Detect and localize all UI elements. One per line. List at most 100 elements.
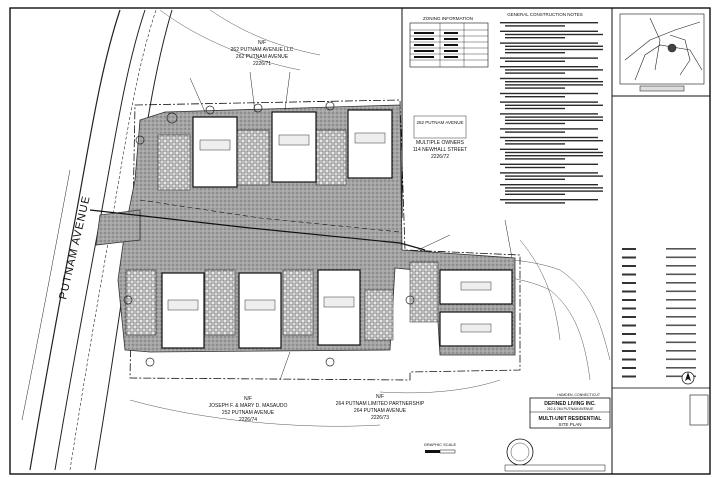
legend-text-line xyxy=(666,248,696,250)
svg-text:N/F: N/F xyxy=(376,394,384,400)
svg-text:2226/72: 2226/72 xyxy=(431,154,449,160)
svg-text:DEFINED LIVING INC.: DEFINED LIVING INC. xyxy=(544,401,596,407)
note-text-line xyxy=(505,60,565,62)
property-lines xyxy=(129,99,521,381)
neighbor-south-east: N/F 264 PUTNAM LIMITED PARTNERSHIP 264 P… xyxy=(336,394,425,421)
svg-text:264 PUTNAM AVENUE: 264 PUTNAM AVENUE xyxy=(354,408,407,414)
note-text-line xyxy=(500,22,598,24)
note-text-line xyxy=(500,199,598,201)
note-text-line xyxy=(505,178,565,180)
legend-symbol xyxy=(622,273,636,276)
svg-text:HAMDEN, CONNECTICUT: HAMDEN, CONNECTICUT xyxy=(557,393,600,397)
legend-symbol xyxy=(622,367,636,369)
svg-text:ZONING INFORMATION: ZONING INFORMATION xyxy=(423,16,473,21)
note-text-line xyxy=(505,96,565,98)
building-1 xyxy=(192,116,238,188)
note-text-line xyxy=(505,131,565,133)
legend xyxy=(622,248,696,378)
svg-text:114 NEWHALL STREET: 114 NEWHALL STREET xyxy=(413,147,467,153)
note-text-line xyxy=(505,104,603,106)
note-text-line xyxy=(505,69,603,71)
building-6 xyxy=(317,269,361,346)
trees xyxy=(123,101,415,367)
note-text-line xyxy=(500,92,598,95)
svg-text:N/F: N/F xyxy=(244,396,252,402)
legend-symbol xyxy=(622,265,636,267)
legend-text-line xyxy=(666,316,696,318)
driveway xyxy=(95,209,141,246)
legend-text-line xyxy=(666,367,696,369)
construction-notes: GENERAL CONSTRUCTION NOTES xyxy=(500,12,603,204)
legend-symbol xyxy=(622,324,636,327)
note-text-line xyxy=(500,136,598,139)
legend-text-line xyxy=(666,324,696,327)
note-text-line xyxy=(505,175,603,177)
svg-text:2226/71: 2226/71 xyxy=(253,61,271,67)
svg-text:262 PUTNAM AVENUE: 262 PUTNAM AVENUE xyxy=(417,120,464,125)
svg-text:264 PUTNAM LIMITED PARTNERSHIP: 264 PUTNAM LIMITED PARTNERSHIP xyxy=(336,401,425,407)
svg-text:252 PUTNAM AVENUE: 252 PUTNAM AVENUE xyxy=(222,410,275,416)
vicinity-map xyxy=(619,13,705,92)
note-text-line xyxy=(505,193,565,195)
note-lines xyxy=(500,22,603,204)
legend-symbol xyxy=(622,341,636,344)
legend-symbol xyxy=(622,307,636,310)
legend-symbol xyxy=(622,290,636,293)
note-text-line xyxy=(505,122,565,125)
legend-text-line xyxy=(666,350,696,352)
note-text-line xyxy=(505,81,603,83)
legend-symbol xyxy=(622,248,636,250)
note-text-line xyxy=(505,202,565,204)
note-text-line xyxy=(500,101,598,103)
note-text-line xyxy=(505,37,565,39)
parking-stalls xyxy=(125,129,439,341)
legend-text-line xyxy=(666,333,696,335)
note-text-line xyxy=(505,187,603,189)
svg-text:MULTIPLE OWNERS: MULTIPLE OWNERS xyxy=(416,140,465,146)
legend-text-line xyxy=(666,290,696,293)
legend-symbol xyxy=(622,358,636,361)
legend-symbol xyxy=(622,375,636,378)
note-text-line xyxy=(500,184,598,186)
note-text-line xyxy=(500,30,598,32)
note-text-line xyxy=(500,77,598,80)
title-block: DEFINED LIVING INC. 262 & 264 PUTNAM AVE… xyxy=(504,387,711,475)
legend-symbol xyxy=(622,333,636,335)
buildings xyxy=(161,109,513,349)
note-text-line xyxy=(505,33,603,36)
note-text-line xyxy=(500,163,598,165)
note-text-line xyxy=(505,190,603,192)
zoning-table: ZONING INFORMATION xyxy=(409,16,489,68)
building-tags xyxy=(167,132,492,333)
svg-text:2226/74: 2226/74 xyxy=(239,417,257,423)
svg-text:GENERAL CONSTRUCTION NOTES: GENERAL CONSTRUCTION NOTES xyxy=(507,12,583,17)
legend-symbol xyxy=(622,282,636,284)
legend-text-line xyxy=(666,273,696,276)
legend-text-line xyxy=(666,282,696,284)
svg-text:JOSEPH F. & MARY D. MASAUDO: JOSEPH F. & MARY D. MASAUDO xyxy=(209,403,288,409)
neighbor-east: 262 PUTNAM AVENUE MULTIPLE OWNERS 114 NE… xyxy=(413,115,467,160)
note-text-line xyxy=(500,172,598,174)
legend-text-line xyxy=(666,307,696,310)
note-text-line xyxy=(505,116,603,118)
note-text-line xyxy=(500,148,598,150)
legend-symbol xyxy=(622,316,636,318)
note-text-line xyxy=(505,158,565,160)
note-text-line xyxy=(505,48,603,51)
building-5 xyxy=(238,272,282,349)
legend-text-line xyxy=(666,299,696,301)
legend-text-line xyxy=(666,265,696,267)
legend-text-line xyxy=(666,341,696,344)
note-text-line xyxy=(500,42,598,44)
svg-text:N/F: N/F xyxy=(258,40,266,46)
utility-lines xyxy=(89,199,426,251)
note-text-line xyxy=(500,113,598,115)
note-text-line xyxy=(500,66,598,68)
neighbor-south: N/F JOSEPH F. & MARY D. MASAUDO 252 PUTN… xyxy=(209,396,288,423)
svg-text:2226/73: 2226/73 xyxy=(371,415,389,421)
svg-text:262 PUTNAM AVENUE LLC: 262 PUTNAM AVENUE LLC xyxy=(231,47,294,53)
note-text-line xyxy=(500,128,598,130)
note-text-line xyxy=(505,151,603,154)
legend-text-line xyxy=(666,358,696,361)
